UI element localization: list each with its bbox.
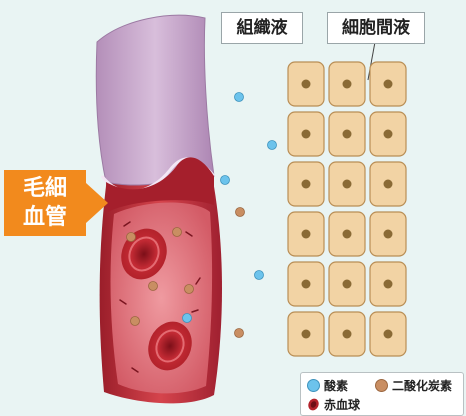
tissue-cell	[370, 112, 406, 156]
legend-item-red-blood-cell: 赤血球	[307, 396, 360, 413]
tissue-cell	[370, 62, 406, 106]
cell-nucleus	[302, 130, 311, 139]
tissue-cell	[288, 212, 324, 256]
tissue-cell	[288, 62, 324, 106]
red-blood-cell-icon	[307, 398, 320, 411]
cell-nucleus	[343, 280, 352, 289]
cell-nucleus	[384, 130, 393, 139]
cell-nucleus	[302, 330, 311, 339]
tissue-cell	[329, 262, 365, 306]
legend-item-oxygen: 酸素	[307, 377, 348, 394]
tissue-cell	[288, 312, 324, 356]
capillary-tag-text: 毛細 血管	[4, 174, 86, 232]
tissue-cell	[288, 162, 324, 206]
cell-nucleus	[384, 280, 393, 289]
interstitial-fluid-label: 細胞間液	[327, 12, 425, 44]
capillary-tag: 毛細 血管	[4, 170, 114, 236]
cell-nucleus	[384, 230, 393, 239]
tissue-cell	[370, 212, 406, 256]
tissue-cell	[370, 262, 406, 306]
tissue-cell	[329, 212, 365, 256]
oxygen-molecule-icon	[307, 379, 320, 392]
cell-nucleus	[343, 230, 352, 239]
cell-nucleus	[384, 180, 393, 189]
cell-nucleus	[343, 180, 352, 189]
tissue-cell	[329, 112, 365, 156]
legend-item-carbon-dioxide: 二酸化炭素	[375, 377, 452, 394]
cell-nucleus	[302, 280, 311, 289]
arrow-right-icon	[86, 183, 108, 223]
cell-nucleus	[302, 230, 311, 239]
tissue-cell	[329, 162, 365, 206]
carbon-dioxide-molecule-icon	[375, 379, 388, 392]
cell-nucleus	[343, 130, 352, 139]
legend-label-red-blood-cell: 赤血球	[324, 396, 360, 413]
cell-nucleus	[343, 80, 352, 89]
tissue-cell	[288, 262, 324, 306]
tissue-cell	[370, 162, 406, 206]
cell-nucleus	[302, 180, 311, 189]
tissue-cell	[329, 312, 365, 356]
tissue-cell	[370, 312, 406, 356]
legend: 酸素 二酸化炭素 赤血球	[300, 372, 464, 416]
capillary-label-line1: 毛細	[4, 174, 86, 203]
tissue-cell	[329, 62, 365, 106]
legend-label-carbon-dioxide: 二酸化炭素	[392, 377, 452, 394]
cell-nucleus	[302, 80, 311, 89]
legend-label-oxygen: 酸素	[324, 377, 348, 394]
cell-nucleus	[384, 80, 393, 89]
tissue-fluid-label: 組織液	[221, 12, 303, 44]
cell-nucleus	[384, 330, 393, 339]
tissue-cell	[288, 112, 324, 156]
capillary-label-line2: 血管	[4, 203, 86, 232]
cell-nucleus	[343, 330, 352, 339]
tissue-cell-grid	[288, 62, 406, 356]
